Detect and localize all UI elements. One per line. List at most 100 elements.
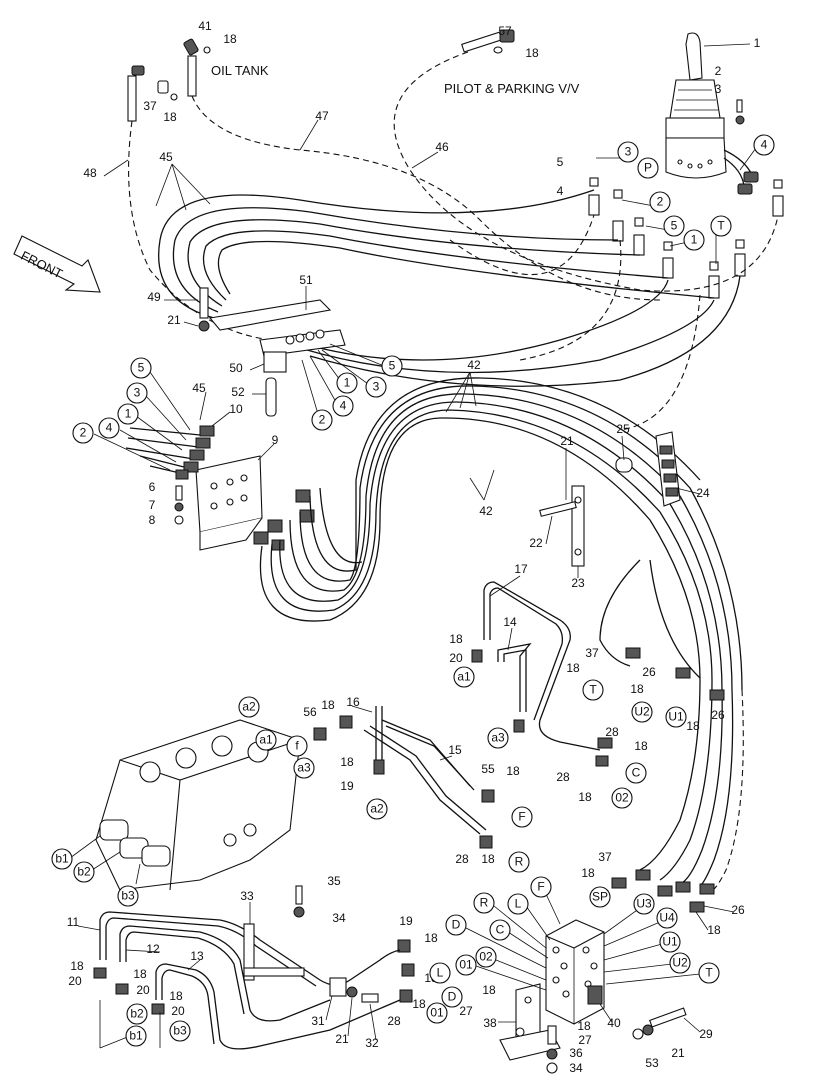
front-arrow: FRONT bbox=[13, 235, 101, 293]
part-number-27: 27 bbox=[578, 1033, 592, 1047]
callout-label: 4 bbox=[761, 138, 768, 152]
callout-label: D bbox=[448, 990, 457, 1004]
part-number-3: 3 bbox=[715, 82, 722, 96]
part-number-8: 8 bbox=[149, 513, 156, 527]
part-number-52: 52 bbox=[231, 385, 245, 399]
callout-circle bbox=[51, 848, 73, 870]
joystick-port-fittings bbox=[588, 177, 784, 299]
part-number-28: 28 bbox=[387, 1014, 401, 1028]
callout-f: f bbox=[286, 735, 308, 757]
callout-label: U2 bbox=[634, 705, 650, 719]
callout-01: 01 bbox=[455, 954, 477, 976]
part-number-18: 18 bbox=[70, 959, 84, 973]
callout-label: 5 bbox=[671, 219, 678, 233]
steel-pipes bbox=[313, 581, 601, 849]
callout-circle bbox=[659, 931, 681, 953]
callout-circle bbox=[441, 986, 463, 1008]
main-hose-bundle-42 bbox=[259, 377, 743, 691]
callout-circle bbox=[508, 851, 530, 873]
callout-label: U1 bbox=[662, 935, 678, 949]
callout-label: U2 bbox=[672, 956, 688, 970]
callout-L: L bbox=[507, 893, 529, 915]
valve-block bbox=[545, 919, 605, 1025]
callout-b1: b1 bbox=[125, 1025, 147, 1047]
part-number-18: 18 bbox=[340, 755, 354, 769]
callout-circle bbox=[589, 886, 611, 908]
callout-circle bbox=[238, 696, 260, 718]
callout-label: 4 bbox=[340, 399, 347, 413]
callout-circle bbox=[455, 954, 477, 976]
fitting-bracket bbox=[174, 455, 263, 551]
part-number-18: 18 bbox=[577, 1019, 591, 1033]
callout-circle bbox=[429, 962, 451, 984]
part-number-10: 10 bbox=[229, 402, 243, 416]
part-number-18: 18 bbox=[223, 32, 237, 46]
callout-a3: a3 bbox=[487, 727, 509, 749]
callout-01: 01 bbox=[426, 1002, 448, 1024]
part-number-27: 27 bbox=[459, 1004, 473, 1018]
callout-label: a1 bbox=[457, 670, 471, 684]
callout-5: 5 bbox=[381, 355, 403, 377]
callout-label: a1 bbox=[259, 733, 273, 747]
callout-1: 1 bbox=[683, 229, 705, 251]
callout-circle bbox=[169, 1020, 191, 1042]
callout-circle bbox=[649, 191, 671, 213]
callout-circle bbox=[255, 729, 277, 751]
part-number-48: 48 bbox=[83, 166, 97, 180]
callout-label: 3 bbox=[625, 145, 632, 159]
callout-label: 1 bbox=[691, 233, 698, 247]
joystick-control-lever bbox=[665, 32, 759, 195]
callout-label: L bbox=[437, 966, 444, 980]
hose-clamp-assembly bbox=[198, 287, 346, 417]
part-number-32: 32 bbox=[365, 1036, 379, 1050]
valve-block-fittings bbox=[397, 647, 725, 1003]
part-number-18: 18 bbox=[581, 866, 595, 880]
part-number-14: 14 bbox=[503, 615, 517, 629]
callout-3: 3 bbox=[365, 376, 387, 398]
callout-circle bbox=[366, 798, 388, 820]
callout-circle bbox=[130, 357, 152, 379]
callout-a2: a2 bbox=[366, 798, 388, 820]
callout-circle bbox=[710, 215, 732, 237]
callout-D: D bbox=[445, 914, 467, 936]
callout-4: 4 bbox=[753, 134, 775, 156]
callout-circle bbox=[336, 372, 358, 394]
callout-circle bbox=[293, 757, 315, 779]
callout-label: C bbox=[632, 766, 641, 780]
part-number-18: 18 bbox=[481, 852, 495, 866]
callout-circle bbox=[507, 893, 529, 915]
part-number-37: 37 bbox=[585, 646, 599, 660]
callout-circle bbox=[683, 229, 705, 251]
callout-U1: U1 bbox=[659, 931, 681, 953]
callout-label: b3 bbox=[121, 889, 135, 903]
part-number-28: 28 bbox=[605, 725, 619, 739]
callout-circle bbox=[582, 679, 604, 701]
valve-mounting-bracket bbox=[499, 983, 687, 1074]
callout-circle bbox=[453, 666, 475, 688]
part-number-42: 42 bbox=[479, 504, 493, 518]
callout-label: SP bbox=[592, 890, 608, 904]
callout-label: a3 bbox=[491, 731, 505, 745]
part-number-28: 28 bbox=[455, 852, 469, 866]
callout-4: 4 bbox=[332, 395, 354, 417]
callout-label: 01 bbox=[430, 1006, 444, 1020]
part-number-1: 1 bbox=[754, 36, 761, 50]
part-number-26: 26 bbox=[642, 665, 656, 679]
callout-circle bbox=[117, 885, 139, 907]
part-number-18: 18 bbox=[169, 989, 183, 1003]
part-number-28: 28 bbox=[556, 770, 570, 784]
hose-clamp-23 bbox=[539, 448, 585, 567]
part-number-49: 49 bbox=[147, 290, 161, 304]
callout-label: a2 bbox=[370, 802, 384, 816]
callout-circle bbox=[381, 355, 403, 377]
callout-label: 02 bbox=[479, 950, 493, 964]
callout-b3: b3 bbox=[169, 1020, 191, 1042]
callout-label: 1 bbox=[125, 407, 132, 421]
callout-circle bbox=[125, 1025, 147, 1047]
part-number-9: 9 bbox=[272, 433, 279, 447]
part-number-31: 31 bbox=[311, 1014, 325, 1028]
part-number-38: 38 bbox=[483, 1016, 497, 1030]
part-number-20: 20 bbox=[171, 1004, 185, 1018]
callout-T: T bbox=[710, 215, 732, 237]
